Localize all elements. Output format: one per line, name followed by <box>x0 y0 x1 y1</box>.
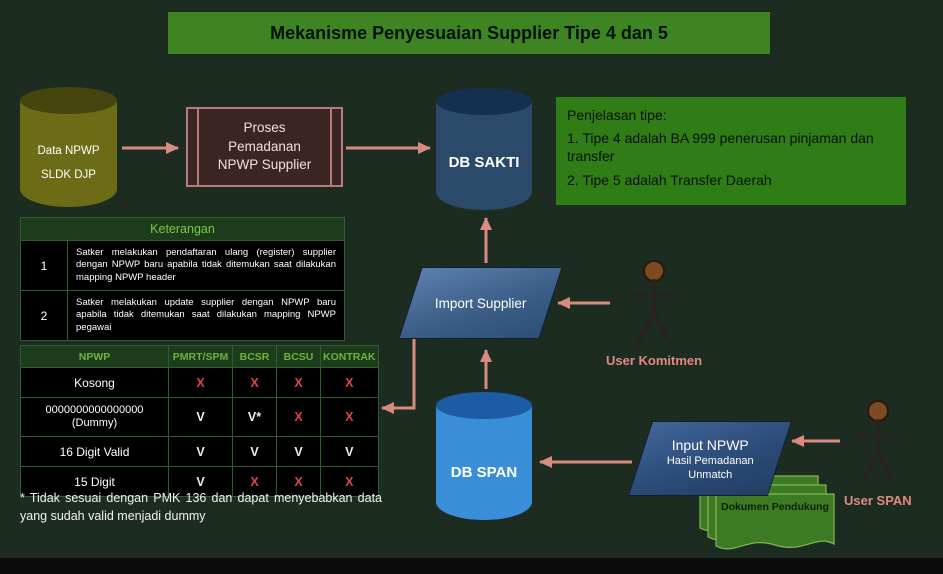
cell-mark: V <box>232 436 277 467</box>
cell-mark: V* <box>232 397 277 437</box>
input-npwp-line1: Input NPWP <box>671 436 749 453</box>
row-label: Kosong <box>20 367 169 398</box>
import-supplier-label: Import Supplier <box>434 295 527 311</box>
keterangan-table: Keterangan 1 Satker melakukan pendaftara… <box>20 217 345 342</box>
col-header-bcsu: BCSU <box>276 345 321 368</box>
col-header-bcsr: BCSR <box>232 345 277 368</box>
cell-mark: X <box>320 367 379 398</box>
cell-mark: X <box>276 397 321 437</box>
arrow-importsupplier-to-npwp-table <box>381 339 416 414</box>
cell-mark: X <box>168 367 233 398</box>
cell-mark: X <box>232 466 277 497</box>
row-label: 0000000000000000 (Dummy) <box>20 397 169 437</box>
cell-mark: V <box>168 466 233 497</box>
db-span-label: DB SPAN <box>450 464 518 481</box>
input-npwp-text: Input NPWP Hasil Pemadanan Unmatch <box>667 437 754 481</box>
col-header-pmrt-spm: PMRT/SPM <box>168 345 233 368</box>
keterangan-row-text: Satker melakukan update supplier dengan … <box>67 290 345 342</box>
proses-pemadanan-text: Proses Pemadanan NPWP Supplier <box>218 119 312 176</box>
user-span-actor: User SPAN <box>844 396 912 508</box>
cylinder-body <box>436 101 532 210</box>
cell-mark: V <box>168 397 233 437</box>
user-komitmen-figure-icon <box>632 260 677 345</box>
penjelasan-item-2: 2. Tipe 5 adalah Transfer Daerah <box>567 171 772 188</box>
cell-mark: X <box>276 466 321 497</box>
cell-mark: X <box>320 397 379 437</box>
diagram-title: Mekanisme Penyesuaian Supplier Tipe 4 da… <box>168 12 770 54</box>
input-npwp-node: Input NPWP Hasil Pemadanan Unmatch <box>627 421 793 496</box>
db-sakti-label: DB SAKTI <box>448 154 520 171</box>
dokumen-pendukung-stack: Dokumen Pendukung <box>698 474 843 569</box>
col-header-kontrak: KONTRAK <box>320 345 379 368</box>
keterangan-row-1: 1 Satker melakukan pendaftaran ulang (re… <box>20 239 345 292</box>
npwp-table-header-row: NPWP PMRT/SPM BCSR BCSU KONTRAK <box>20 345 379 368</box>
process-bar-left <box>197 109 199 185</box>
input-npwp-line3: Unmatch <box>687 468 733 481</box>
table-footnote: * Tidak sesuai dengan PMK 136 dan dapat … <box>20 491 382 523</box>
cylinder-top <box>20 87 117 114</box>
data-npwp-label-line1: Data NPWP <box>37 145 100 157</box>
keterangan-header-row: Keterangan <box>20 217 345 241</box>
document-sheet-front: Dokumen Pendukung <box>715 493 835 550</box>
npwp-validation-table: NPWP PMRT/SPM BCSR BCSU KONTRAK Kosong X… <box>20 345 379 497</box>
keterangan-row-text: Satker melakukan pendaftaran ulang (regi… <box>67 239 345 292</box>
user-komitmen-label: User Komitmen <box>606 353 703 368</box>
cell-mark: X <box>320 466 379 497</box>
cell-mark: X <box>232 367 277 398</box>
diagram-title-text: Mekanisme Penyesuaian Supplier Tipe 4 da… <box>270 22 668 43</box>
row-label: 16 Digit Valid <box>20 436 169 467</box>
cylinder-top <box>436 392 532 419</box>
actor-head <box>643 260 666 282</box>
npwp-row-16-digit: 16 Digit Valid V V V V <box>20 436 379 467</box>
cell-mark: V <box>168 436 233 467</box>
user-komitmen-actor: User Komitmen <box>606 256 702 368</box>
proses-pemadanan-box: Proses Pemadanan NPWP Supplier <box>186 107 343 187</box>
npwp-row-15-digit: 15 Digit V X X X <box>20 466 379 497</box>
keterangan-row-number: 2 <box>20 290 68 342</box>
data-npwp-label-line2: SLDK DJP <box>41 169 96 181</box>
cylinder-body <box>436 405 532 520</box>
keterangan-row-2: 2 Satker melakukan update supplier denga… <box>20 290 345 342</box>
proses-line3: NPWP Supplier <box>217 157 312 173</box>
keterangan-row-number: 1 <box>20 239 68 292</box>
proses-line1: Proses <box>243 119 286 135</box>
dokumen-pendukung-label: Dokumen Pendukung <box>721 501 829 513</box>
db-span-database: DB SPAN <box>436 392 532 520</box>
documents-icon: Dokumen Pendukung <box>699 475 835 550</box>
actor-head <box>866 400 889 422</box>
user-span-label: User SPAN <box>844 493 912 508</box>
input-npwp-line2: Hasil Pemadanan <box>666 454 754 467</box>
cell-mark: V <box>320 436 379 467</box>
penjelasan-tipe-box: Penjelasan tipe: 1. Tipe 4 adalah BA 999… <box>556 97 906 205</box>
import-supplier-node: Import Supplier <box>398 267 563 339</box>
user-span-figure-icon <box>855 400 900 485</box>
data-npwp-database: Data NPWP SLDK DJP <box>20 87 117 207</box>
cell-mark: X <box>276 367 321 398</box>
proses-line2: Pemadanan <box>228 138 301 154</box>
process-bar-right <box>330 109 332 185</box>
cylinder-body <box>20 100 117 207</box>
cylinder-top <box>436 88 532 115</box>
keterangan-header: Keterangan <box>20 217 345 241</box>
penjelasan-heading: Penjelasan tipe: <box>567 107 667 123</box>
cell-mark: V <box>276 436 321 467</box>
col-header-npwp: NPWP <box>20 345 169 368</box>
penjelasan-item-1: 1. Tipe 4 adalah BA 999 penerusan pinjam… <box>567 130 874 165</box>
db-sakti-database: DB SAKTI <box>436 88 532 210</box>
bottom-bar <box>0 558 943 574</box>
npwp-row-kosong: Kosong X X X X <box>20 367 379 398</box>
npwp-row-dummy: 0000000000000000 (Dummy) V V* X X <box>20 397 379 437</box>
